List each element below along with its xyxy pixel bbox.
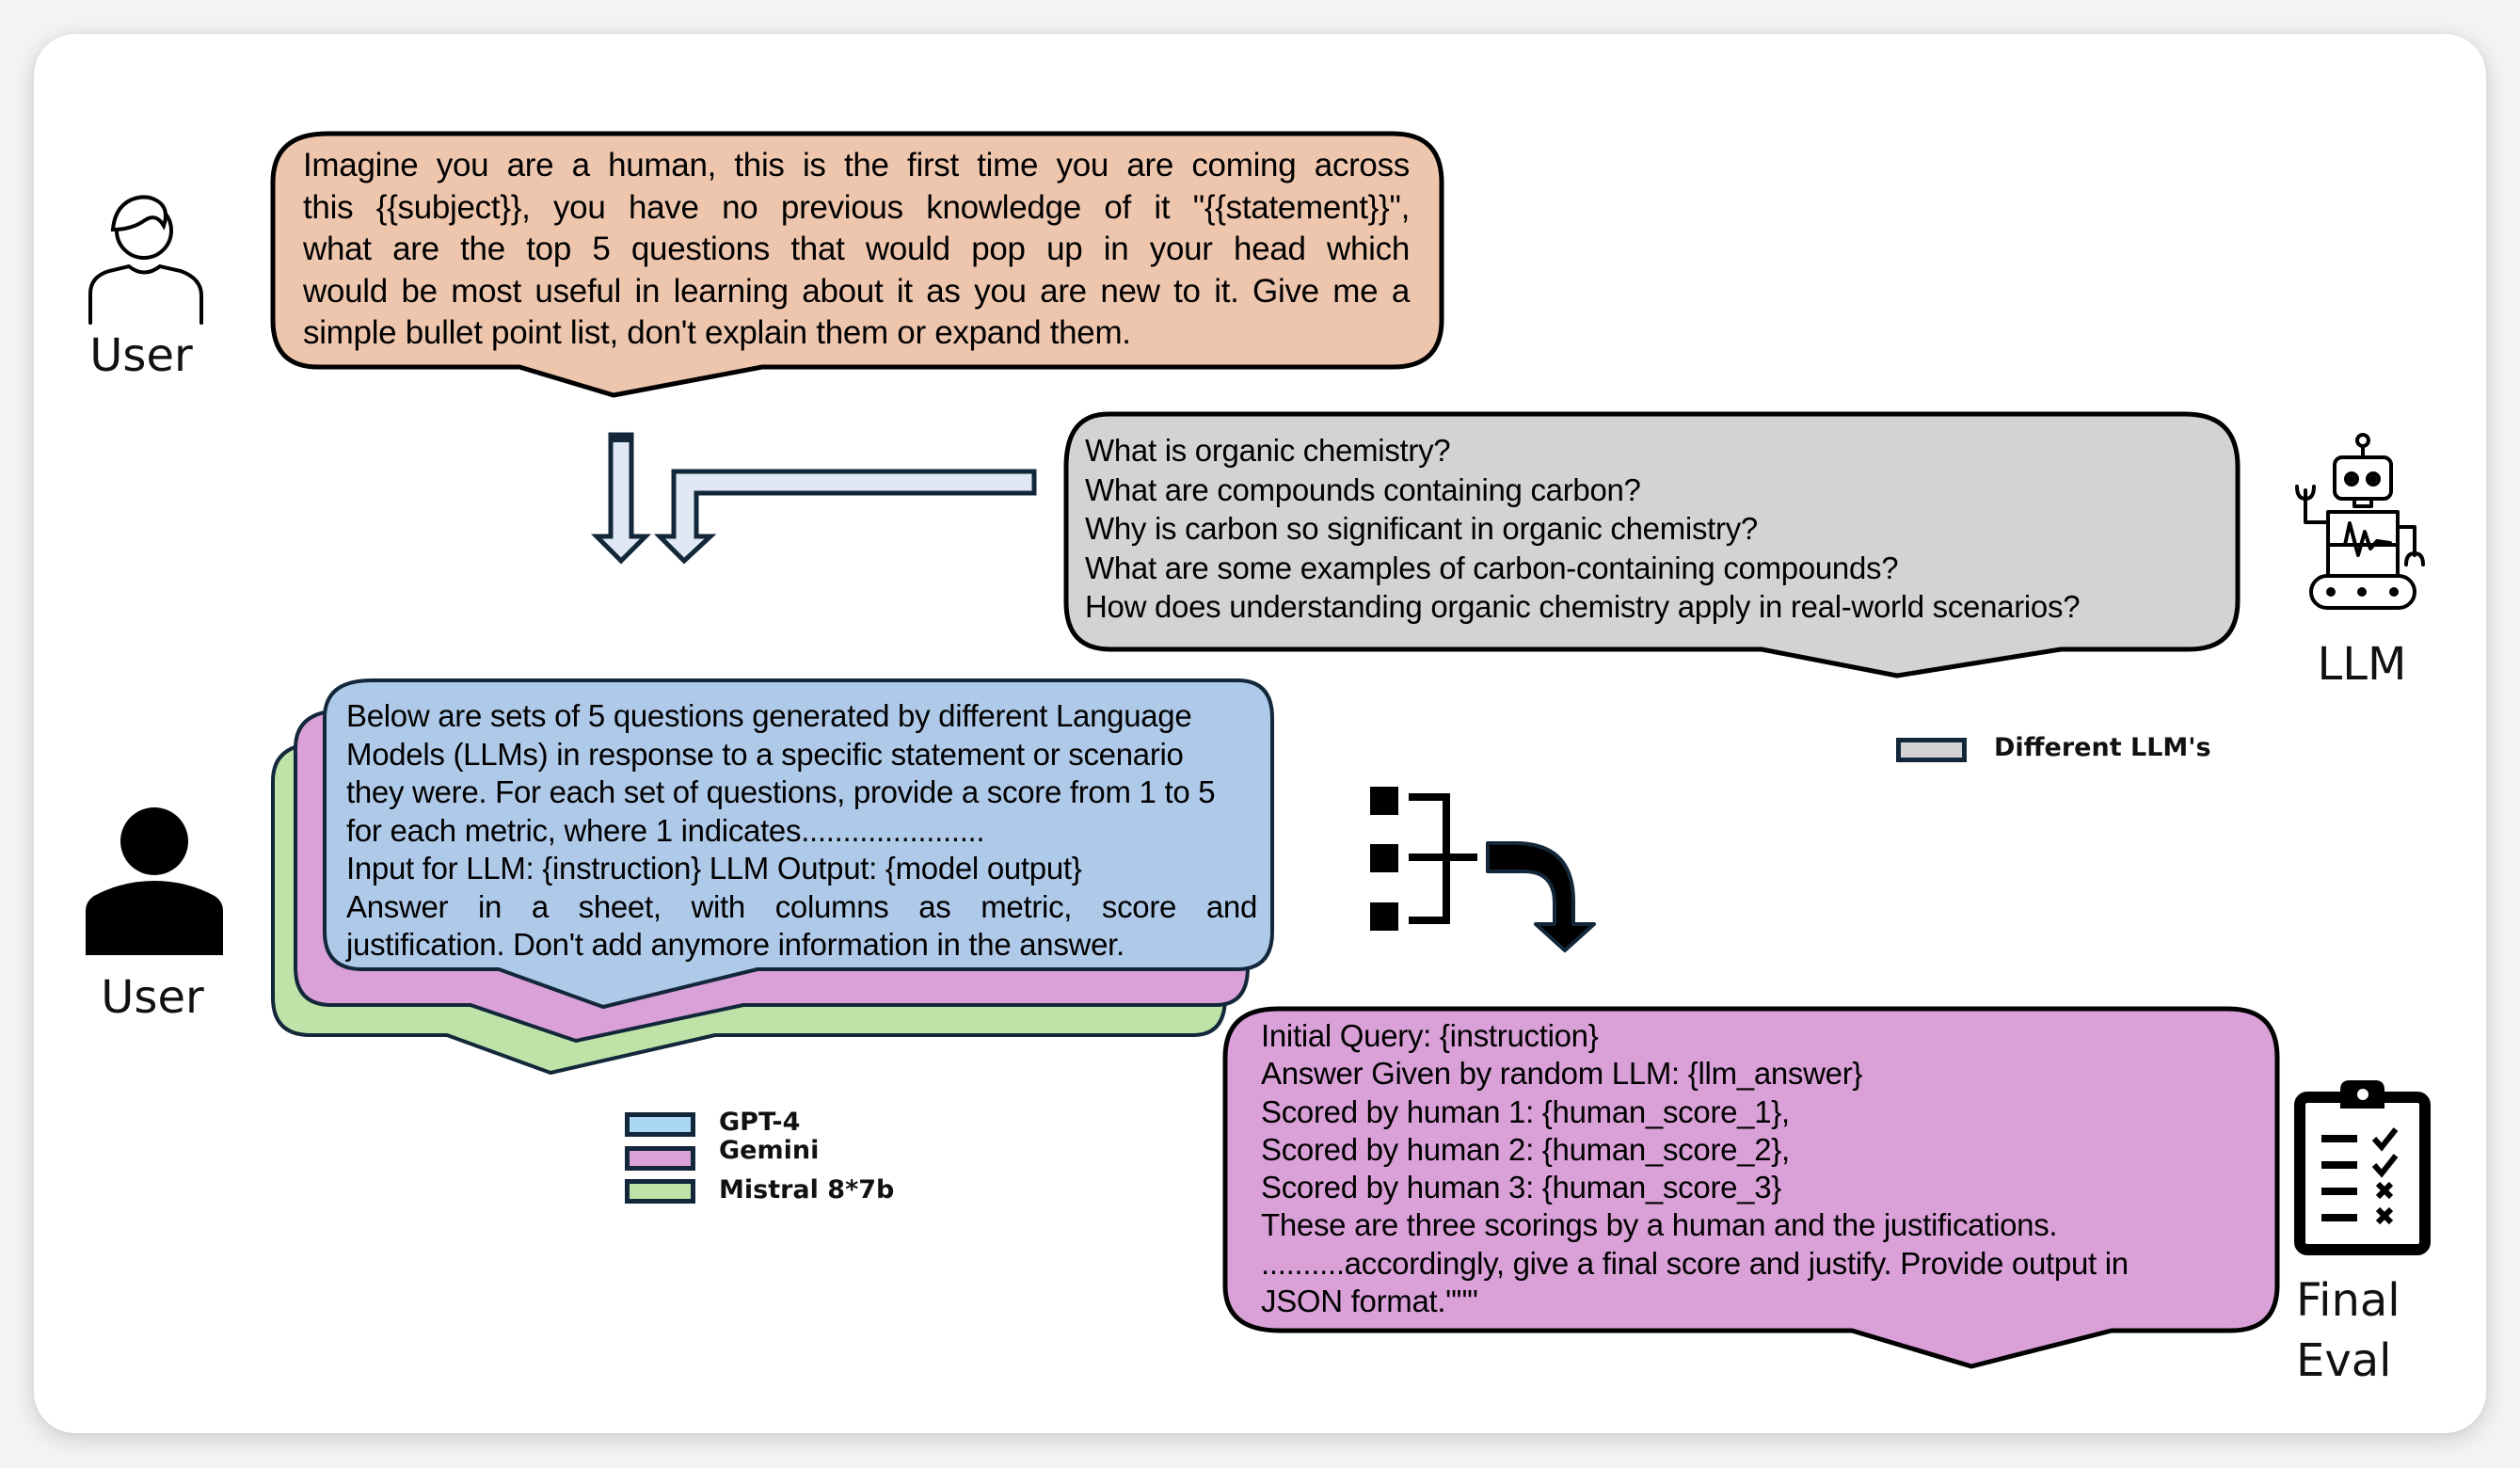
final-eval-line: These are three scorings by a human and … xyxy=(1261,1207,2058,1243)
question-item: What are some examples of carbon-contain… xyxy=(1085,550,1899,585)
arrow-down-straight-cap xyxy=(610,433,632,442)
eval-prompt-line: they were. For each set of questions, pr… xyxy=(346,774,1216,809)
question-item: Why is carbon so significant in organic … xyxy=(1085,511,1758,546)
legend-label-different-llms: Different LLM's xyxy=(1994,733,2211,762)
robot-icon xyxy=(2295,433,2425,610)
legend-swatch-gpt4 xyxy=(625,1112,695,1137)
question-item: What are compounds containing carbon? xyxy=(1085,471,1641,507)
clipboard-checklist-icon xyxy=(2294,1080,2431,1255)
legend-label-gemini: Gemini xyxy=(719,1136,820,1165)
llm-questions-text: What is organic chemistry? What are comp… xyxy=(1085,431,2081,627)
final-eval-line: Scored by human 2: {human_score_2}, xyxy=(1261,1131,1790,1167)
eval-prompt-line: Answer in a sheet, with columns as metri… xyxy=(346,888,1257,924)
question-item: How does understanding organic chemistry… xyxy=(1085,589,2081,624)
eval-prompt-line: Models (LLMs) in response to a specific … xyxy=(346,736,1184,772)
eval-prompt-line: Below are sets of 5 questions generated … xyxy=(346,698,1192,733)
user-outline-icon xyxy=(88,195,203,325)
final-eval-line: ..........accordingly, give a final scor… xyxy=(1261,1245,2129,1281)
user-top-label: User xyxy=(89,329,193,382)
eval-prompt-text: Below are sets of 5 questions generated … xyxy=(346,697,1257,965)
final-eval-line: Answer Given by random LLM: {llm_answer} xyxy=(1261,1056,1863,1092)
aggregate-tree-icon xyxy=(1370,787,1477,931)
arrow-down-straight xyxy=(590,432,652,565)
final-eval-line: JSON format.""" xyxy=(1261,1284,1478,1319)
final-eval-bubble xyxy=(1222,1006,2280,1369)
eval-prompt-line: Input for LLM: {instruction} LLM Output:… xyxy=(346,851,1082,886)
prompt-line: simple bullet point list, don't explain … xyxy=(303,314,1131,351)
legend-label-mistral: Mistral 8*7b xyxy=(719,1175,895,1205)
final-eval-line: Initial Query: {instruction} xyxy=(1261,1018,1599,1053)
final-eval-text: Initial Query: {instruction} Answer Give… xyxy=(1261,1017,2129,1320)
legend-swatch-mistral xyxy=(625,1179,695,1204)
final-eval-label-line2: Eval xyxy=(2296,1334,2392,1387)
legend-label-gpt4: GPT-4 xyxy=(719,1108,801,1137)
final-eval-line: Scored by human 3: {human_score_3} xyxy=(1261,1170,1782,1205)
question-item: What is organic chemistry? xyxy=(1085,433,1451,468)
arrow-elbow-down xyxy=(653,469,1037,565)
prompt-bubble xyxy=(270,131,1444,398)
final-eval-line: Scored by human 1: {human_score_1}, xyxy=(1261,1093,1790,1129)
legend-swatch-gemini xyxy=(625,1146,695,1171)
eval-prompt-line: for each metric, where 1 indicates......… xyxy=(346,812,985,848)
llm-label: LLM xyxy=(2317,638,2407,691)
prompt-line: Imagine you are a human, this is the fir… xyxy=(303,147,1410,184)
gpt4-bubble xyxy=(323,678,1274,1009)
llm-questions-bubble xyxy=(1063,411,2241,678)
prompt-bubble-text: Imagine you are a human, this is the fir… xyxy=(303,145,1410,355)
final-eval-label-line1: Final xyxy=(2296,1274,2400,1327)
eval-prompt-line: justification. Don't add anymore informa… xyxy=(346,927,1124,962)
legend-swatch-different-llms xyxy=(1896,738,1967,762)
final-eval-label: Final Eval xyxy=(2296,1270,2418,1391)
prompt-line: this {{subject}}, you have no previous k… xyxy=(303,188,1410,226)
curved-arrow-down-icon xyxy=(1486,841,1596,952)
user-bottom-label: User xyxy=(101,971,204,1024)
prompt-line: what are the top 5 questions that would … xyxy=(303,231,1410,267)
prompt-line: would be most useful in learning about i… xyxy=(303,272,1410,310)
user-solid-icon xyxy=(86,807,223,955)
